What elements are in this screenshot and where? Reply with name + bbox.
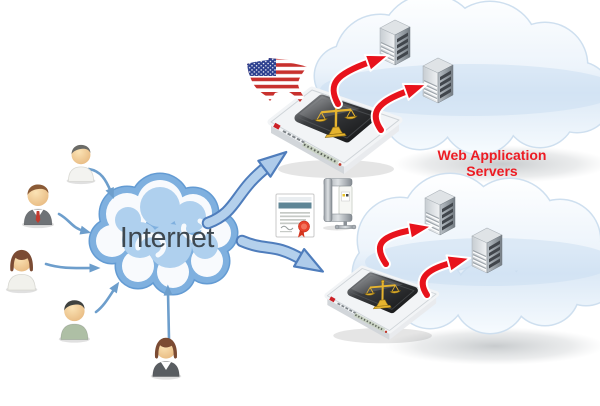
web-app-servers-line1: Web Application [438, 147, 547, 163]
internet-cloud: Internet [88, 172, 239, 296]
arrows-users-to-internet [44, 167, 173, 341]
server-icon-bottom-1 [424, 189, 456, 236]
compression-clamp-icon [323, 178, 357, 231]
server-icon-top-1 [379, 19, 411, 66]
server-icon-top-2 [422, 57, 454, 104]
user-icon-4 [58, 299, 91, 344]
web-app-servers-line2: Servers [466, 163, 518, 179]
arrow-user-3 [44, 262, 101, 273]
usa-flag-map-icon [247, 58, 307, 102]
arrow-user-1 [87, 167, 114, 199]
user-icon-5 [150, 337, 182, 381]
arrow-lb-bottom-to-server-1 [374, 221, 433, 269]
arrow-user-2 [57, 212, 92, 235]
server-icon-bottom-2 [471, 227, 503, 274]
arrow-lb-bottom-to-server-2 [417, 254, 472, 300]
arrow-lb-top-to-server-1 [328, 53, 390, 109]
arrow-internet-to-lb-top [201, 150, 288, 230]
arrow-lb-top-to-server-2 [370, 82, 428, 135]
user-icon-2 [21, 184, 55, 229]
user-icon-1 [66, 144, 96, 185]
arrow-user-5 [163, 284, 173, 341]
arrow-internet-to-lb-bottom [235, 234, 324, 273]
user-icon-3 [5, 249, 38, 294]
cloud-shadow-bottom [385, 327, 600, 365]
internet-label: Internet [120, 222, 215, 254]
ssl-certificate-icon [275, 193, 315, 238]
arrow-user-4 [94, 281, 120, 314]
web-app-servers-label: Web Application Servers [438, 147, 547, 179]
arrows-lb-to-servers [328, 53, 472, 300]
